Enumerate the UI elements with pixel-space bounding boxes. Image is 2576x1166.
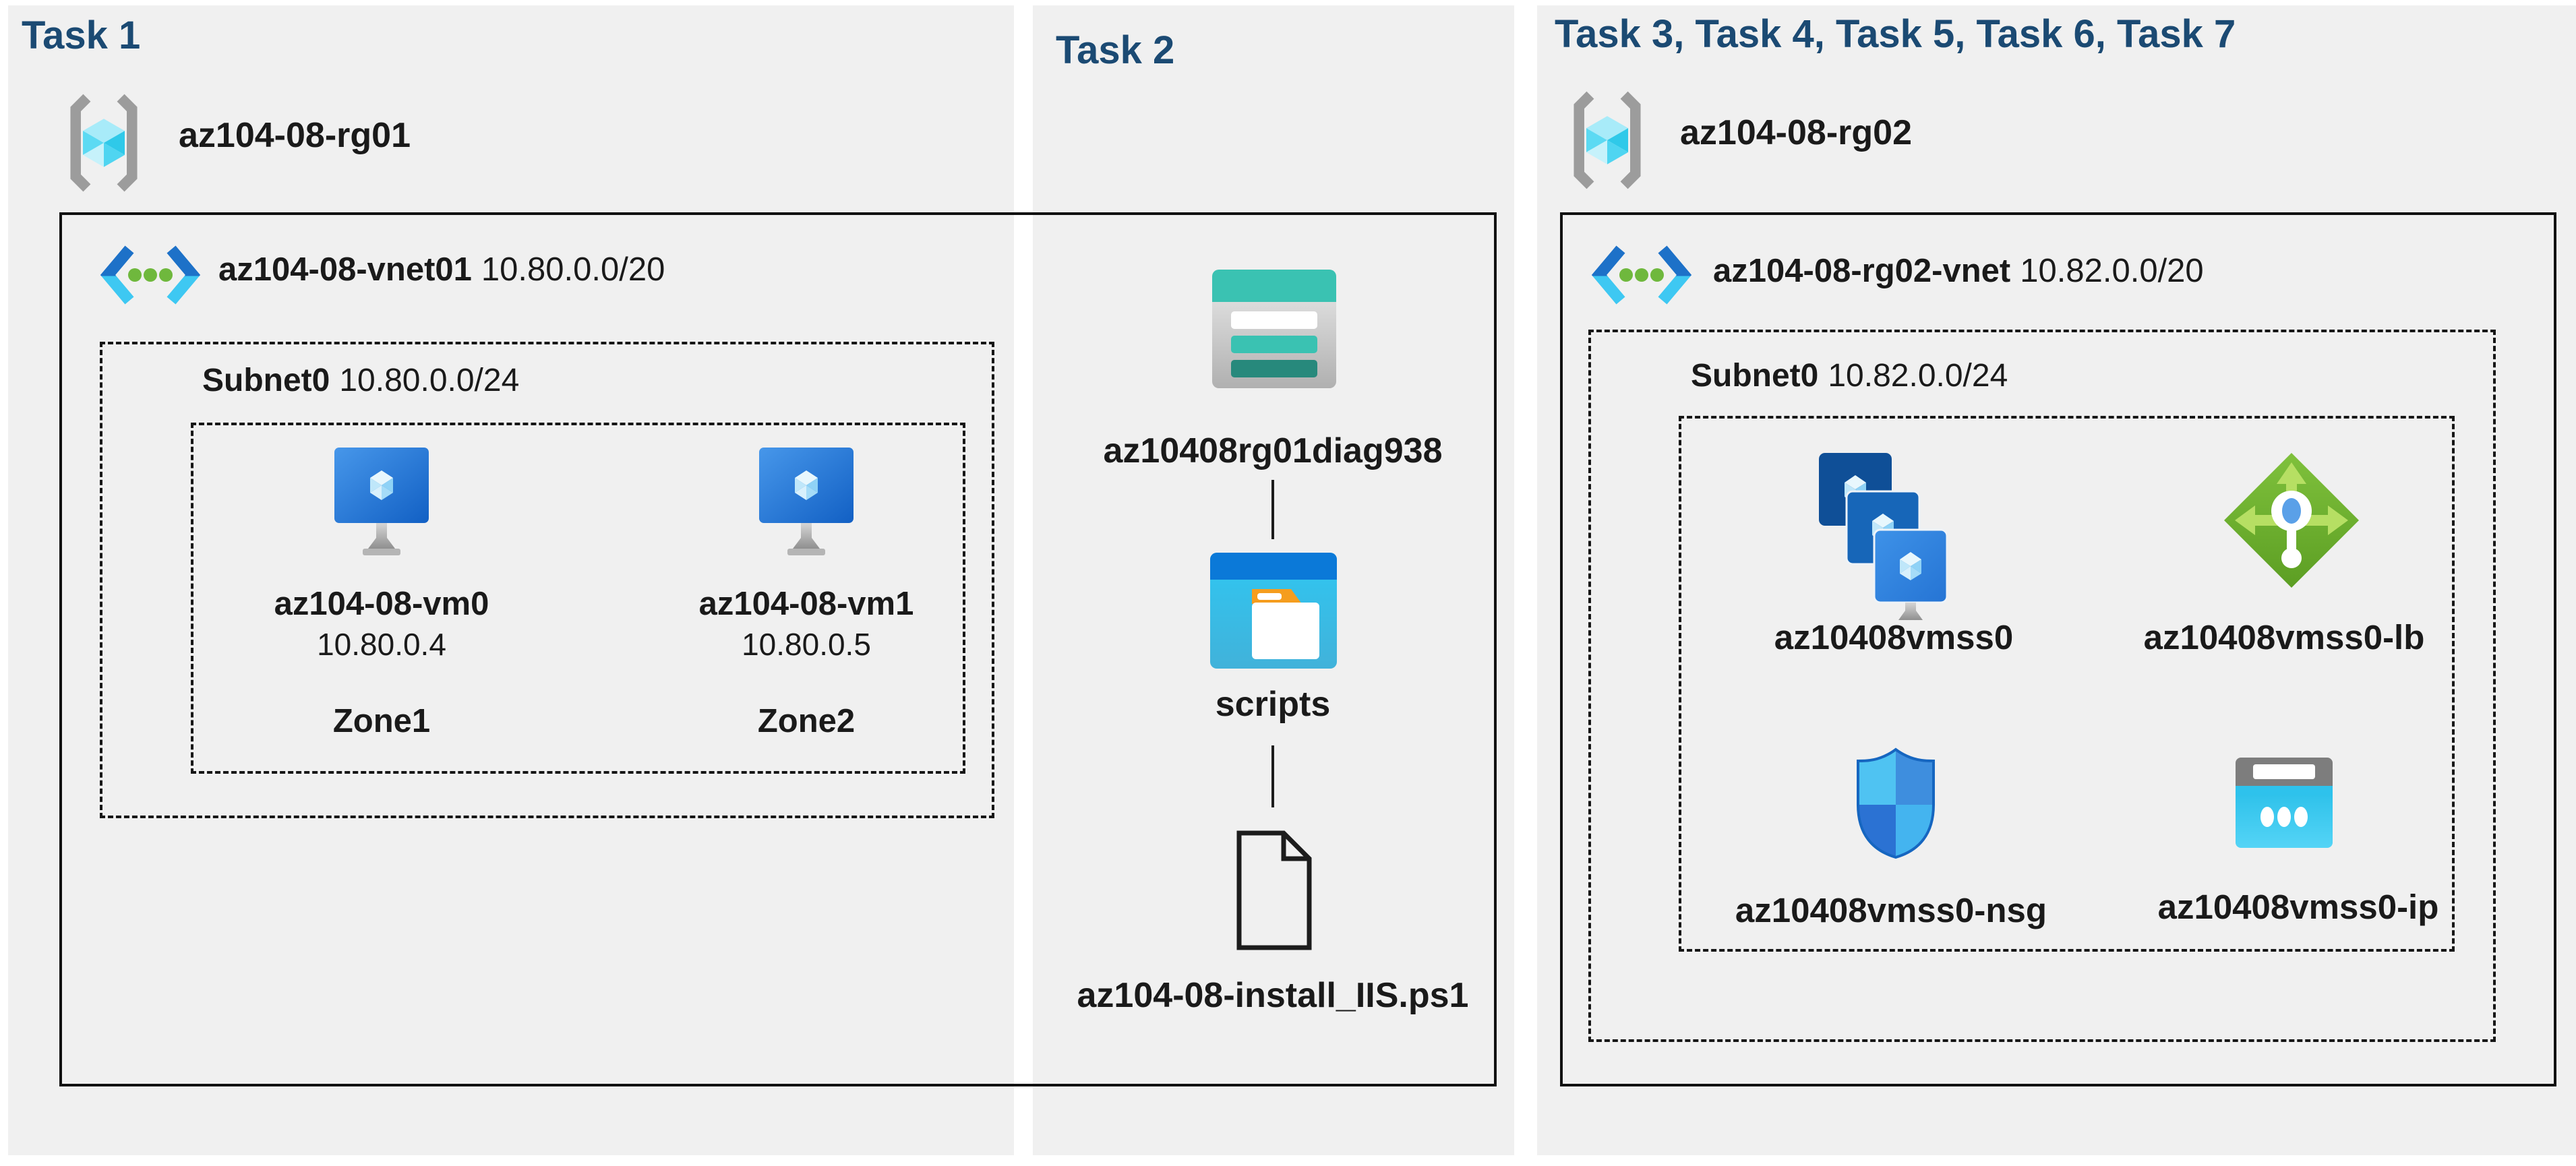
task3-title: Task 3, Task 4, Task 5, Task 6, Task 7: [1555, 12, 2236, 56]
task1-panel: [8, 5, 1014, 1155]
zones-boundary: [191, 423, 965, 774]
task3-panel: [1537, 5, 2576, 1155]
vnet1-cidr: 10.80.0.0/20: [481, 251, 665, 288]
container-name: scripts: [1215, 685, 1331, 724]
vm1-name: az104-08-vm1: [698, 586, 914, 622]
virtual-machine-icon: [334, 448, 429, 561]
vnet1-name: az104-08-vnet01: [218, 251, 472, 288]
resource-group-name: az104-08-rg02: [1680, 113, 1912, 152]
nsg-name: az10408vmss0-nsg: [1735, 891, 2047, 929]
vm-scale-set-icon: [1819, 453, 1948, 625]
storage-account-name: az10408rg01diag938: [1103, 431, 1443, 470]
virtual-network-icon: [100, 244, 201, 306]
file-icon: [1234, 828, 1315, 953]
vm1-zone: Zone2: [757, 703, 856, 739]
storage-account-icon: [1212, 270, 1336, 388]
vm0-name: az104-08-vm0: [274, 586, 489, 622]
load-balancer-name: az10408vmss0-lb: [2143, 618, 2425, 656]
subnet1-label: Subnet0 10.80.0.0/24: [202, 362, 519, 399]
subnet1-boundary: [100, 342, 994, 818]
subnet2-boundary: [1588, 330, 2496, 1042]
resource-group-icon: [59, 93, 148, 193]
subnet2-cidr: 10.82.0.0/24: [1828, 358, 2008, 394]
resource-group-icon: [1563, 90, 1652, 190]
vm0-ip: 10.80.0.4: [317, 627, 446, 662]
blob-container-icon: [1210, 553, 1337, 669]
public-ip-icon: [2236, 758, 2333, 848]
connector-folder-to-file: [1271, 745, 1274, 807]
vnet2-name: az104-08-rg02-vnet: [1713, 253, 2011, 289]
task1-title: Task 1: [22, 13, 141, 57]
task2-title: Task 2: [1056, 28, 1175, 72]
connector-storage-to-folder: [1271, 480, 1274, 539]
virtual-network-icon: [1591, 244, 1692, 306]
network-security-group-icon: [1854, 745, 1938, 861]
virtual-machine-icon: [759, 448, 853, 561]
vnet2-boundary: [1560, 212, 2556, 1086]
public-ip-name: az10408vmss0-ip: [2157, 888, 2439, 926]
vnet1-boundary: [59, 212, 1497, 1086]
vnet2-cidr: 10.82.0.0/20: [2020, 253, 2204, 289]
load-balancer-icon: [2219, 448, 2364, 593]
vmss-name: az10408vmss0: [1774, 618, 2014, 656]
vm1-ip: 10.80.0.5: [742, 627, 871, 662]
subnet2-name: Subnet0: [1691, 358, 1819, 394]
subnet1-cidr: 10.80.0.0/24: [339, 363, 520, 398]
file-name: az104-08-install_IIS.ps1: [1077, 976, 1469, 1015]
subnet1-name: Subnet0: [202, 363, 330, 398]
vm0-zone: Zone1: [332, 703, 431, 739]
vmss-group-boundary: [1679, 416, 2455, 952]
resource-group-name: az104-08-rg01: [179, 116, 411, 155]
